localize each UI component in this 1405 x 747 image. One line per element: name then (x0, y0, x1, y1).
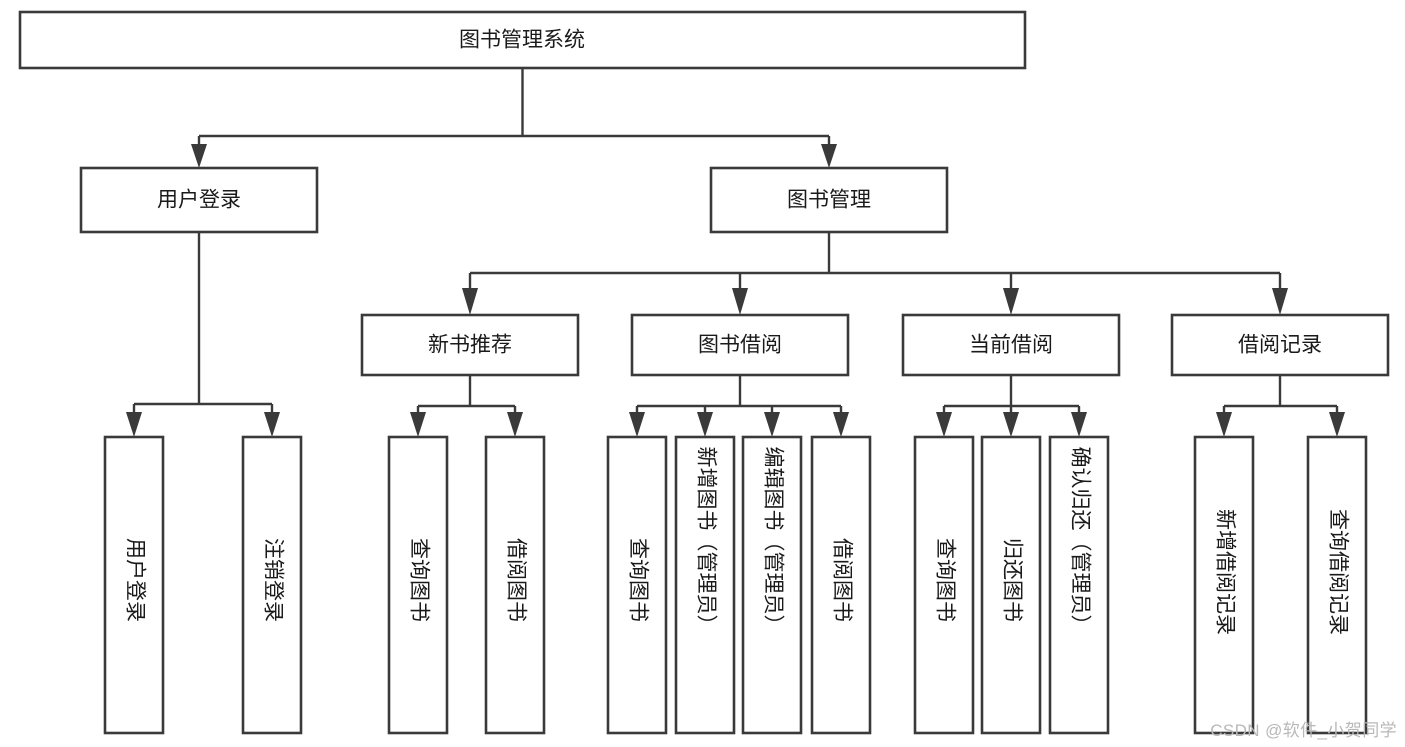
node-leaf-add-record-box[interactable] (1193, 435, 1255, 735)
node-new-book-recommend-box[interactable] (360, 313, 580, 377)
node-borrow-record-label: 借阅记录 (1238, 334, 1322, 357)
node-leaf-query-record[interactable]: 查询借阅记录 (1306, 435, 1368, 735)
node-user-login-box[interactable] (79, 166, 319, 234)
node-root-label: 图书管理系统 (459, 29, 585, 52)
node-leaf-edit-book-label: 编辑图书（管理员） (761, 447, 784, 636)
connector-layer (126, 68, 1345, 437)
node-leaf-query-book-2-box[interactable] (606, 435, 668, 735)
node-leaf-query-book-1-box[interactable] (387, 435, 449, 735)
arrow-record-to-leaf1 (1216, 412, 1232, 437)
arrow-borrow-to-leaf4 (833, 412, 849, 437)
node-leaf-query-book-3[interactable]: 查询图书 (913, 435, 975, 735)
node-new-book-recommend-label: 新书推荐 (428, 334, 512, 357)
node-root[interactable]: 图书管理系统 (18, 10, 1027, 70)
arrow-recommend-to-leaf2 (507, 412, 523, 437)
node-leaf-confirm-return-label: 确认归还（管理员） (1068, 447, 1091, 636)
node-current-borrow-box[interactable] (901, 313, 1121, 377)
node-leaf-borrow-book-2[interactable]: 借阅图书 (810, 435, 872, 735)
arrow-borrow-to-leaf3 (764, 412, 780, 437)
node-current-borrow-label: 当前借阅 (969, 334, 1053, 357)
node-leaf-edit-book[interactable]: 编辑图书（管理员） (741, 435, 803, 735)
node-leaf-user-login-box[interactable] (103, 435, 165, 735)
arrow-borrow-to-leaf1 (629, 412, 645, 437)
arrow-borrow-to-leaf2 (697, 412, 713, 437)
arrow-root-to-user-login (191, 144, 207, 168)
node-leaf-user-login-label: 用户登录 (123, 538, 146, 622)
node-leaf-query-record-box[interactable] (1306, 435, 1368, 735)
node-leaf-borrow-book-2-box[interactable] (810, 435, 872, 735)
node-leaf-query-record-label: 查询借阅记录 (1326, 509, 1349, 635)
node-current-borrow[interactable]: 当前借阅 (901, 313, 1121, 377)
node-leaf-return-book-label: 归还图书 (1000, 538, 1023, 622)
node-leaf-add-book-label: 新增图书（管理员） (694, 447, 717, 636)
node-leaf-query-book-2[interactable]: 查询图书 (606, 435, 668, 735)
node-leaf-confirm-return[interactable]: 确认归还（管理员） (1048, 435, 1110, 735)
node-user-login[interactable]: 用户登录 (79, 166, 319, 234)
node-root-box[interactable] (18, 10, 1027, 70)
arrow-bm-to-borrow (732, 288, 748, 315)
arrow-record-to-leaf2 (1329, 412, 1345, 437)
arrow-user-login-to-leaf2 (264, 412, 280, 437)
arrow-current-to-leaf2 (1003, 412, 1019, 437)
node-leaf-borrow-book-1-box[interactable] (484, 435, 546, 735)
node-leaf-borrow-book-1-label: 借阅图书 (504, 538, 527, 622)
arrow-root-to-book-manage (821, 144, 837, 168)
arrow-bm-to-recommend (462, 288, 478, 315)
node-leaf-user-login[interactable]: 用户登录 (103, 435, 165, 735)
node-leaf-add-book-box[interactable] (674, 435, 736, 735)
node-leaf-add-book[interactable]: 新增图书（管理员） (674, 435, 736, 735)
node-user-login-label: 用户登录 (157, 189, 241, 212)
node-leaf-edit-book-box[interactable] (741, 435, 803, 735)
node-book-borrow-box[interactable] (630, 313, 850, 377)
node-book-borrow-label: 图书借阅 (698, 334, 782, 357)
node-leaf-borrow-book-2-label: 借阅图书 (830, 538, 853, 622)
node-borrow-record-box[interactable] (1170, 313, 1390, 377)
node-leaf-borrow-book-1[interactable]: 借阅图书 (484, 435, 546, 735)
node-leaf-query-book-2-label: 查询图书 (626, 538, 649, 622)
node-leaf-add-record[interactable]: 新增借阅记录 (1193, 435, 1255, 735)
node-borrow-record[interactable]: 借阅记录 (1170, 313, 1390, 377)
node-book-manage[interactable]: 图书管理 (709, 166, 949, 234)
arrow-bm-to-record (1272, 288, 1288, 315)
node-book-manage-box[interactable] (709, 166, 949, 234)
node-leaf-query-book-3-box[interactable] (913, 435, 975, 735)
node-leaf-logout-login-label: 注销登录 (261, 538, 284, 622)
node-leaf-query-book-3-label: 查询图书 (933, 538, 956, 622)
node-leaf-query-book-1-label: 查询图书 (407, 538, 430, 622)
node-book-manage-label: 图书管理 (787, 189, 871, 212)
node-leaf-logout-login[interactable]: 注销登录 (241, 435, 303, 735)
node-leaf-query-book-1[interactable]: 查询图书 (387, 435, 449, 735)
node-leaf-return-book-box[interactable] (980, 435, 1042, 735)
arrow-bm-to-current (1003, 288, 1019, 315)
arrow-user-login-to-leaf1 (126, 412, 142, 437)
node-new-book-recommend[interactable]: 新书推荐 (360, 313, 580, 377)
arrow-current-to-leaf3 (1071, 412, 1087, 437)
arrow-recommend-to-leaf1 (410, 412, 426, 437)
node-leaf-return-book[interactable]: 归还图书 (980, 435, 1042, 735)
node-book-borrow[interactable]: 图书借阅 (630, 313, 850, 377)
node-leaf-logout-login-box[interactable] (241, 435, 303, 735)
arrow-current-to-leaf1 (936, 412, 952, 437)
node-leaf-add-record-label: 新增借阅记录 (1213, 509, 1236, 635)
node-leaf-confirm-return-box[interactable] (1048, 435, 1110, 735)
